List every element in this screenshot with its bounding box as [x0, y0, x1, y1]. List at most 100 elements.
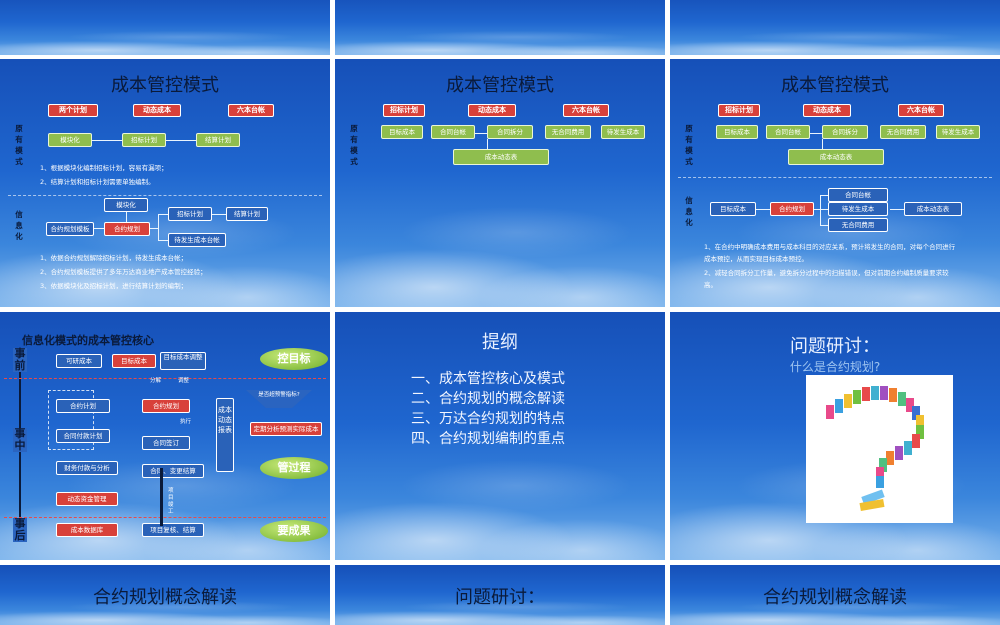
- box-contract-payment-plan: 合同付款计划: [56, 429, 110, 443]
- phase-before: 事前: [13, 347, 27, 372]
- box-pending-cost-ledger: 待发生成本台帐: [168, 233, 226, 247]
- slide-title: 合约规划概念解读: [93, 587, 237, 608]
- box-info-modular: 模块化: [104, 198, 148, 212]
- tag-dynamic-cost: 动态成本: [133, 104, 181, 117]
- tag-two-plans: 两个计划: [48, 104, 98, 117]
- ellipse-deliver-results: 要成果: [260, 520, 328, 542]
- box-info-non-contract: 无合同费用: [828, 218, 888, 232]
- tag-tender-plan: 招标计划: [383, 104, 425, 117]
- box-contract-plan: 合约计划: [56, 399, 110, 413]
- note-1: 1、在合约中明确成本费用与成本科目的对应关系，预计将发生的合同，对每个合同进行: [704, 243, 956, 251]
- slide-title: 问题研讨：: [455, 587, 545, 608]
- slide-title: 问题研讨：: [790, 336, 880, 357]
- slide-thumbnail-2[interactable]: [335, 0, 665, 55]
- box-contract-ledger: 合同台帐: [766, 125, 810, 139]
- box-finance-payment: 财务付款与分析: [56, 461, 118, 475]
- label-original-mode: 原有模式: [350, 124, 358, 166]
- box-non-contract-expense: 无合同费用: [545, 125, 591, 139]
- box-pending-cost: 待发生成本: [936, 125, 980, 139]
- slide-title: 成本管控模式: [111, 75, 219, 96]
- slide-title: 信息化模式的成本管控核心: [22, 334, 154, 347]
- box-info-contract-planning: 合约规划: [770, 202, 814, 216]
- tag-dynamic-cost: 动态成本: [803, 104, 851, 117]
- box-pending-cost: 待发生成本: [601, 125, 645, 139]
- label-original-mode: 原有模式: [15, 124, 23, 166]
- label-info-mode: 信息化: [15, 210, 23, 241]
- slide-thumbnail-1[interactable]: [0, 0, 330, 55]
- label-project-completion: 项目竣工: [168, 488, 174, 515]
- label-decompose: 分解: [150, 378, 162, 384]
- note-original-1: 1、根据模块化编制招标计划，容易有漏项；: [40, 164, 168, 172]
- box-info-contract-ledger: 合同台帐: [828, 188, 888, 202]
- box-project-review: 项目复核、结算: [142, 523, 204, 537]
- outline-item-3: 三、万达合约规划的特点: [411, 411, 565, 427]
- note-1b: 成本预控，从而实现目标成本预控。: [704, 255, 808, 263]
- slide-thumbnail-4[interactable]: 成本管控模式 两个计划 动态成本 六本台帐 原有模式 模块化 招标计划 结算计划…: [0, 59, 330, 307]
- tag-six-ledgers: 六本台帐: [898, 104, 944, 117]
- slide-thumbnail-6[interactable]: 成本管控模式 招标计划 动态成本 六本台帐 原有模式 目标成本 合同台帐 合同拆…: [670, 59, 1000, 307]
- slide-title: 合约规划概念解读: [763, 587, 907, 608]
- box-info-settlement-plan: 结算计划: [226, 207, 268, 221]
- box-target-cost-adjust: 目标成本调整: [160, 352, 206, 370]
- slide-thumbnail-11[interactable]: 问题研讨：: [335, 565, 665, 625]
- box-tender-plan: 招标计划: [122, 133, 166, 147]
- note-info-1: 1、依据合约规划解除招标计划，待发生成本台帐；: [40, 254, 188, 262]
- slide-thumbnail-5[interactable]: 成本管控模式 招标计划 动态成本 六本台帐 原有模式 目标成本 合同台帐 合同拆…: [335, 59, 665, 307]
- box-target-cost: 目标成本: [112, 354, 156, 368]
- note-info-2: 2、合约规划模板提供了多年万达商业地产成本管控经验；: [40, 268, 207, 276]
- note-original-2: 2、结算计划和招标计划需要单独编制。: [40, 178, 155, 186]
- tag-six-ledgers: 六本台帐: [563, 104, 609, 117]
- box-info-pending-cost: 待发生成本: [828, 202, 888, 216]
- box-non-contract-expense: 无合同费用: [880, 125, 926, 139]
- label-info-mode: 信息化: [685, 196, 693, 227]
- box-cost-dynamic-table: 成本动态表: [453, 149, 549, 165]
- box-modular: 模块化: [48, 133, 92, 147]
- slide-subtitle: 什么是合约规划?: [789, 360, 881, 374]
- box-contract-ledger: 合同台帐: [431, 125, 475, 139]
- phase-after: 事后: [13, 517, 27, 542]
- note-2: 2、减轻合同拆分工作量，避免拆分过程中的扫描错误，但对前期合约编制质量要求较: [704, 269, 949, 277]
- box-info-cost-dynamic: 成本动态表: [904, 202, 962, 216]
- box-contract-planning: 合约规划: [104, 222, 150, 236]
- box-contract-planning: 合约规划: [142, 399, 190, 413]
- outline-item-2: 二、合约规划的概念解读: [411, 391, 565, 407]
- note-info-3: 3、依据模块化及招标计划，进行结算计划的编制；: [40, 282, 188, 290]
- outline-item-1: 一、成本管控核心及模式: [411, 371, 565, 387]
- outline-item-4: 四、合约规划编制的重点: [411, 431, 565, 447]
- box-info-target-cost: 目标成本: [710, 202, 756, 216]
- box-contract-signing: 合同签订: [142, 436, 190, 450]
- slide-thumbnail-3[interactable]: [670, 0, 1000, 55]
- box-target-cost: 目标成本: [716, 125, 758, 139]
- slide-thumbnail-7[interactable]: 信息化模式的成本管控核心 事前 事中 事后 可研成本 目标成本 目标成本调整 分…: [0, 312, 330, 560]
- box-dynamic-fund: 动态资金管理: [56, 492, 118, 506]
- slide-thumbnail-12[interactable]: 合约规划概念解读: [670, 565, 1000, 625]
- ellipse-control-target: 控目标: [260, 348, 328, 370]
- slide-title: 成本管控模式: [446, 75, 554, 96]
- box-contract-change-settlement: 合同、变更结算: [142, 464, 204, 478]
- slide-title: 成本管控模式: [781, 75, 889, 96]
- box-contract-split: 合同拆分: [487, 125, 533, 139]
- slide-thumbnail-9[interactable]: 问题研讨： 什么是合约规划?: [670, 312, 1000, 560]
- box-contract-split: 合同拆分: [822, 125, 868, 139]
- label-adjust: 调整: [178, 378, 190, 384]
- phase-during: 事中: [13, 427, 27, 452]
- slide-thumbnail-8[interactable]: 提纲 一、成本管控核心及模式 二、合约规划的概念解读 三、万达合约规划的特点 四…: [335, 312, 665, 560]
- box-cost-dynamic-table: 成本动态表: [788, 149, 884, 165]
- ellipse-manage-process: 管过程: [260, 457, 328, 479]
- slide-thumbnail-10[interactable]: 合约规划概念解读: [0, 565, 330, 625]
- box-settlement-plan: 结算计划: [196, 133, 240, 147]
- note-2b: 高。: [704, 281, 717, 289]
- slide-title: 提纲: [482, 332, 518, 353]
- question-mark-image: [806, 375, 953, 523]
- box-cost-dynamic-report: 成本动态报表: [216, 398, 234, 472]
- box-cost-database: 成本数据库: [56, 523, 118, 537]
- label-execute: 执行: [180, 419, 192, 425]
- box-exceeds-warning: 是否超预警指标?: [246, 390, 312, 408]
- label-original-mode: 原有模式: [685, 124, 693, 166]
- box-periodic-analysis: 定期分析预测实际成本: [250, 422, 322, 436]
- tag-six-ledgers: 六本台帐: [228, 104, 274, 117]
- box-contract-template: 合约规划模板: [46, 222, 94, 236]
- box-info-tender-plan: 招标计划: [168, 207, 212, 221]
- box-target-cost: 目标成本: [381, 125, 423, 139]
